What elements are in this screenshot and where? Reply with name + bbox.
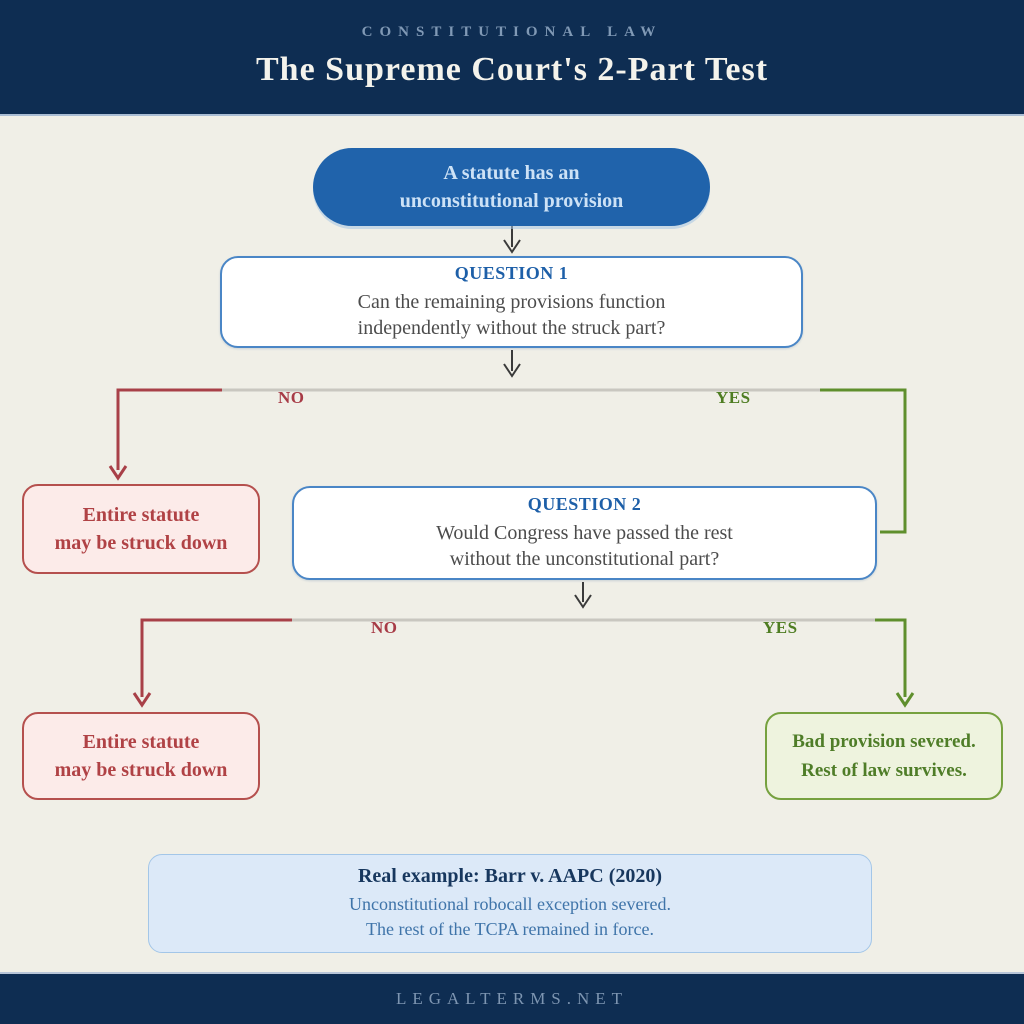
question2-node: QUESTION 2 Would Congress have passed th… xyxy=(292,486,877,580)
example-title: Real example: Barr v. AAPC (2020) xyxy=(357,865,663,887)
start-line2: unconstitutional provision xyxy=(399,190,624,212)
real-example-box: Real example: Barr v. AAPC (2020) Uncons… xyxy=(148,854,872,953)
question1-line1: Can the remaining provisions function xyxy=(357,291,666,313)
outcome-severed-line1: Bad provision severed. xyxy=(792,731,976,752)
header-band: CONSTITUTIONAL LAW The Supreme Court's 2… xyxy=(0,0,1024,116)
outcome-struck2-line2: may be struck down xyxy=(54,759,228,781)
outcome-struck1-line1: Entire statute xyxy=(82,504,200,526)
branch1-no-label: NO xyxy=(278,388,305,407)
outcome-struck1-line2: may be struck down xyxy=(54,532,228,554)
arrow-q1-to-branch1 xyxy=(503,350,521,378)
start-line1: A statute has an xyxy=(443,162,580,184)
question2-line1: Would Congress have passed the rest xyxy=(436,522,733,544)
question1-node: QUESTION 1 Can the remaining provisions … xyxy=(220,256,803,348)
branch1-no-wire xyxy=(108,388,222,481)
outcome-severed-line2: Rest of law survives. xyxy=(801,760,967,781)
question2-heading: QUESTION 2 xyxy=(527,494,642,514)
outcome-struck-node-1: Entire statute may be struck down xyxy=(22,484,260,574)
question1-line2: independently without the struck part? xyxy=(357,317,666,339)
branch1-yes-label: YES xyxy=(716,388,751,407)
branch2-yes-label: YES xyxy=(763,618,798,637)
arrow-start-to-q1 xyxy=(503,226,521,254)
branch2-no-wire xyxy=(132,618,292,708)
outcome-struck-node-2: Entire statute may be struck down xyxy=(22,712,260,800)
branch2-yes-wire xyxy=(875,618,915,708)
start-node: A statute has an unconstitutional provis… xyxy=(313,148,710,226)
page-title: The Supreme Court's 2-Part Test xyxy=(255,51,769,88)
arrow-q2-to-branch2 xyxy=(574,582,592,609)
example-line1: Unconstitutional robocall exception seve… xyxy=(349,894,671,914)
footer-band: LEGALTERMS.NET xyxy=(0,972,1024,1024)
branch2-no-label: NO xyxy=(371,618,398,637)
footer-site-name: LEGALTERMS.NET xyxy=(395,989,629,1008)
question2-line2: without the unconstitutional part? xyxy=(449,548,720,570)
question1-heading: QUESTION 1 xyxy=(454,263,569,283)
outcome-severed-node: Bad provision severed. Rest of law survi… xyxy=(765,712,1003,800)
example-line2: The rest of the TCPA remained in force. xyxy=(366,919,654,939)
header-kicker: CONSTITUTIONAL LAW xyxy=(361,24,663,40)
outcome-struck2-line1: Entire statute xyxy=(82,731,200,753)
